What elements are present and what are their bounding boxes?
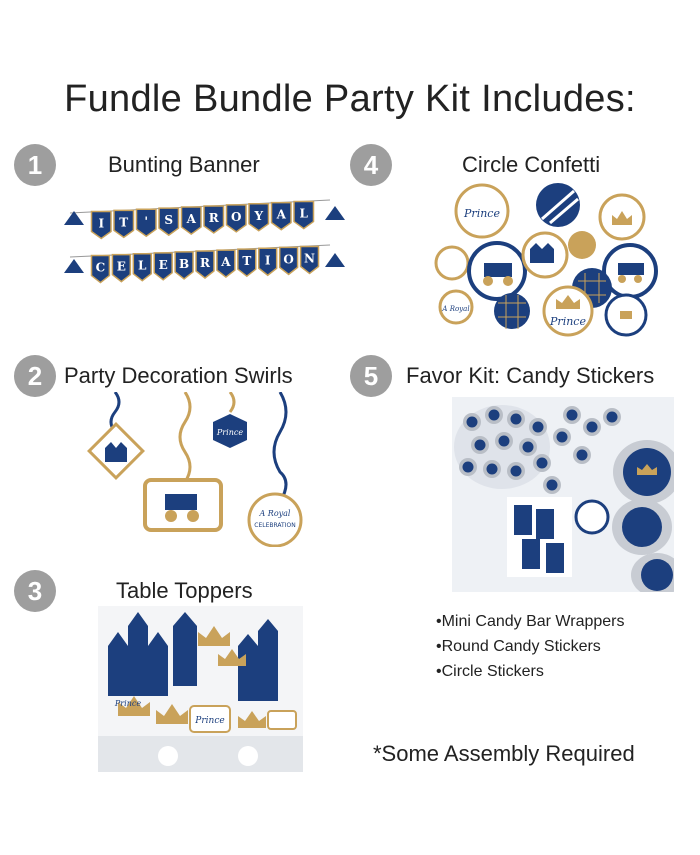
confetti-royal-text: A Royal bbox=[441, 305, 469, 313]
swirl-celebration-text: CELEBRATION bbox=[254, 522, 295, 529]
candy-sticker bbox=[606, 411, 618, 423]
topper-prince-text-1: Prince bbox=[194, 716, 224, 726]
candy-sticker bbox=[474, 439, 486, 451]
banner-row1-letter: I bbox=[98, 216, 104, 230]
banner-row2-letter: E bbox=[117, 260, 126, 274]
candy-sticker bbox=[466, 416, 478, 428]
candy-sticker bbox=[546, 479, 558, 491]
candy-sticker bbox=[532, 421, 544, 433]
banner-row1-pennant bbox=[248, 203, 270, 232]
section-number-2: 2 bbox=[14, 355, 56, 397]
banner-row1-pennant bbox=[113, 209, 135, 239]
banner-row2-pennant bbox=[90, 254, 111, 284]
banner-row2-pennant bbox=[216, 249, 236, 279]
candy-sticker bbox=[486, 463, 498, 475]
banner-row2-letter: N bbox=[304, 251, 315, 265]
banner-row2-letter: B bbox=[179, 257, 189, 271]
banner-row1-pennant bbox=[293, 200, 315, 230]
banner-row1-letter: Y bbox=[253, 209, 263, 223]
confetti-prince-text-2: Prince bbox=[549, 315, 586, 328]
banner-row2-letter: O bbox=[283, 252, 293, 266]
swirl-royal-text: A Royal bbox=[258, 509, 290, 518]
banner-row1-pennant bbox=[203, 205, 225, 234]
assembly-note: *Some Assembly Required bbox=[373, 741, 635, 766]
banner-row1-letter: L bbox=[300, 207, 309, 221]
section-label-table-toppers: Table Toppers bbox=[116, 578, 253, 603]
page-title: Fundle Bundle Party Kit Includes: bbox=[64, 78, 636, 120]
banner-row1-pennant bbox=[270, 201, 292, 231]
banner-row1-letter: ' bbox=[144, 214, 148, 228]
banner-row1-pennant bbox=[90, 210, 112, 240]
swirl-prince-text: Prince bbox=[216, 428, 243, 437]
section-label-bunting-banner: Bunting Banner bbox=[108, 152, 260, 177]
section-label-circle-confetti: Circle Confetti bbox=[462, 152, 601, 177]
candy-sticker bbox=[510, 465, 522, 477]
section-label-favor-kit: Favor Kit: Candy Stickers bbox=[406, 363, 655, 388]
candy-sticker bbox=[576, 449, 588, 461]
banner-row2-pennant bbox=[132, 252, 152, 282]
candy-sticker bbox=[498, 435, 510, 447]
banner-row2-letter: L bbox=[138, 259, 147, 273]
candy-sticker bbox=[488, 409, 500, 421]
banner-row2-pennant bbox=[174, 251, 194, 280]
banner-row1-letter: A bbox=[186, 212, 197, 226]
banner-row2-pennant bbox=[111, 253, 132, 283]
banner-row2-pennant bbox=[258, 247, 278, 277]
banner-row2-pennant bbox=[278, 246, 299, 276]
section-number-5: 5 bbox=[350, 355, 392, 397]
confetti-prince-text-1: Prince bbox=[463, 207, 500, 220]
banner-row2-pennant bbox=[195, 250, 215, 279]
section-number-1: 1 bbox=[14, 144, 56, 186]
circle-confetti-image: Prince A Royal Prince bbox=[432, 183, 687, 338]
candy-stickers-image bbox=[452, 397, 674, 592]
banner-row2-letter: C bbox=[96, 261, 106, 275]
section-label-party-decoration-swirls: Party Decoration Swirls bbox=[64, 363, 293, 388]
candy-sticker bbox=[522, 441, 534, 453]
banner-row2-letter: E bbox=[159, 258, 168, 272]
candy-sticker bbox=[536, 457, 548, 469]
candy-sticker bbox=[586, 421, 598, 433]
banner-row1-letter: T bbox=[119, 215, 128, 229]
banner-row2-letter: T bbox=[242, 254, 251, 268]
banner-row2-letter: R bbox=[200, 256, 211, 270]
table-toppers-image: Prince Prince bbox=[98, 606, 303, 772]
banner-row1-letter: R bbox=[209, 211, 220, 225]
banner-row1-letter: A bbox=[276, 208, 287, 222]
banner-row1-pennant bbox=[158, 207, 180, 237]
banner-row1-letter: O bbox=[231, 210, 241, 224]
decoration-swirls-image: Prince A Royal CELEBRATION bbox=[85, 392, 310, 547]
section-number-3: 3 bbox=[14, 570, 56, 612]
favor-item-round-candy-stickers: •Round Candy Stickers bbox=[436, 638, 601, 655]
banner-row2-pennant bbox=[237, 248, 257, 278]
candy-sticker bbox=[462, 461, 474, 473]
candy-sticker bbox=[566, 409, 578, 421]
candy-sticker bbox=[556, 431, 568, 443]
candy-sticker bbox=[510, 413, 522, 425]
banner-row1-pennant bbox=[135, 208, 157, 238]
banner-row1-pennant bbox=[180, 206, 202, 235]
banner-row2-letter: I bbox=[265, 253, 271, 267]
banner-row1-letter: S bbox=[164, 213, 173, 227]
favor-item-mini-candy-bar-wrappers: •Mini Candy Bar Wrappers bbox=[436, 613, 625, 630]
banner-row2-pennant bbox=[299, 245, 320, 275]
section-number-4: 4 bbox=[350, 144, 392, 186]
banner-row2-letter: A bbox=[220, 255, 231, 269]
banner-row1-pennant bbox=[225, 204, 247, 233]
topper-prince-text-2: Prince bbox=[114, 699, 141, 708]
banner-row2-pennant bbox=[153, 252, 173, 281]
favor-item-circle-stickers: •Circle Stickers bbox=[436, 663, 544, 680]
